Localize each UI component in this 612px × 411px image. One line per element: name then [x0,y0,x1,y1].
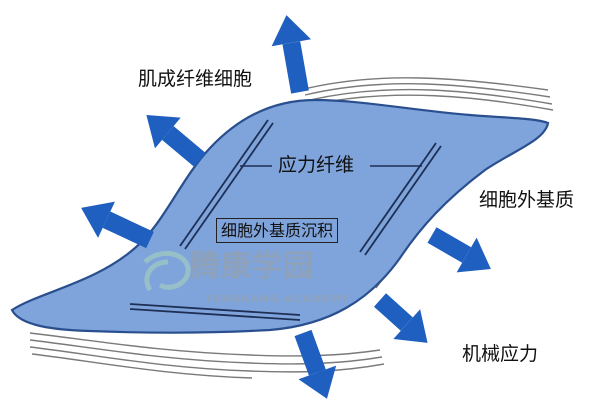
label-mechanical-stress: 机械应力 [462,343,539,365]
label-ecm-deposition: 细胞外基质沉积 [216,218,339,243]
watermark-title: 腾康学园 [190,249,314,284]
label-myofibroblast: 肌成纤维细胞 [138,68,253,90]
label-stress-fiber: 应力纤维 [276,154,357,176]
arrow-upper-left [146,115,206,167]
arrow-left [81,201,154,249]
stress-fibers [129,119,442,321]
ecm-fibers-bottom-left [29,332,385,379]
force-arrows [81,15,491,399]
arrow-lower-right [373,293,428,343]
watermark-subtitle: TENGKANG ACADEMY [205,294,350,305]
ecm-fibers-top-right [299,77,554,111]
arrow-down [294,329,337,399]
label-extracellular-matrix: 细胞外基质 [479,189,575,211]
arrow-up [271,15,312,94]
arrow-right [427,227,491,273]
watermark-logo [143,251,191,292]
